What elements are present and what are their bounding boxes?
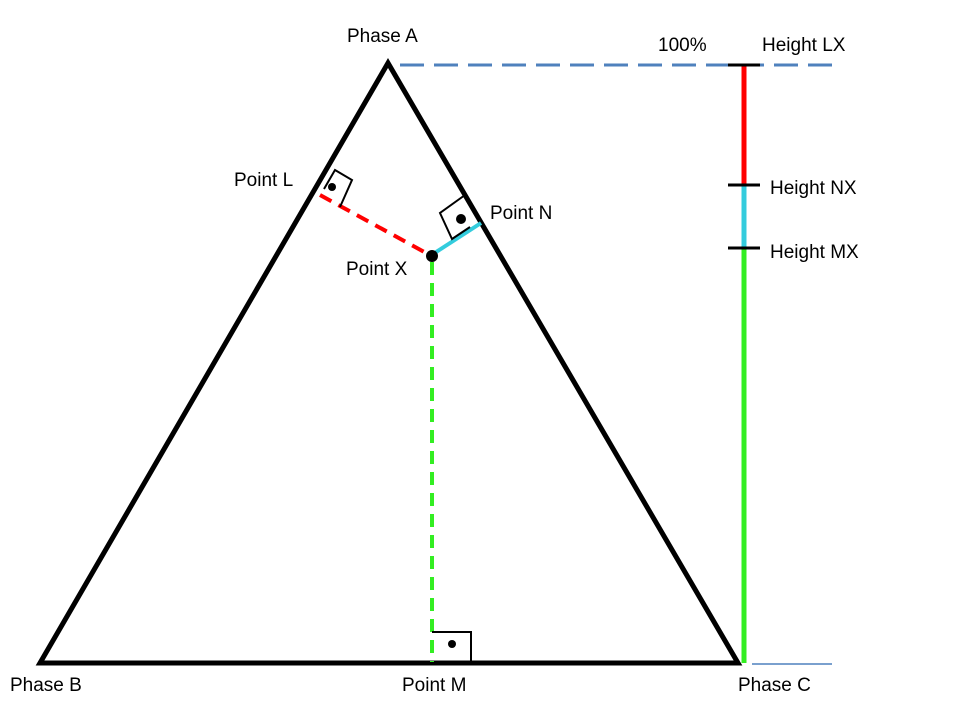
label-phase-b: Phase B: [10, 675, 82, 696]
right-angle-marker-n: [438, 194, 471, 241]
distance-line-lx: [319, 193, 429, 256]
right-angle-dot-n: [456, 214, 466, 224]
label-percent-100: 100%: [658, 35, 707, 56]
point-x-marker: [426, 250, 438, 262]
label-point-n: Point N: [490, 203, 552, 224]
label-phase-a: Phase A: [347, 26, 418, 47]
label-height-lx: Height LX: [762, 35, 846, 56]
label-height-mx: Height MX: [770, 242, 859, 263]
label-point-l: Point L: [234, 170, 293, 191]
right-angle-dot-l: [328, 183, 336, 191]
right-angle-dot-m: [448, 640, 456, 648]
label-phase-c: Phase C: [738, 675, 811, 696]
label-point-m: Point M: [402, 675, 466, 696]
label-point-x: Point X: [346, 259, 408, 280]
label-height-nx: Height NX: [770, 178, 857, 199]
right-angle-marker-l: [323, 168, 354, 208]
right-angle-marker-m: [432, 631, 472, 662]
triangle: [35, 58, 743, 666]
distance-line-nx: [431, 221, 483, 256]
